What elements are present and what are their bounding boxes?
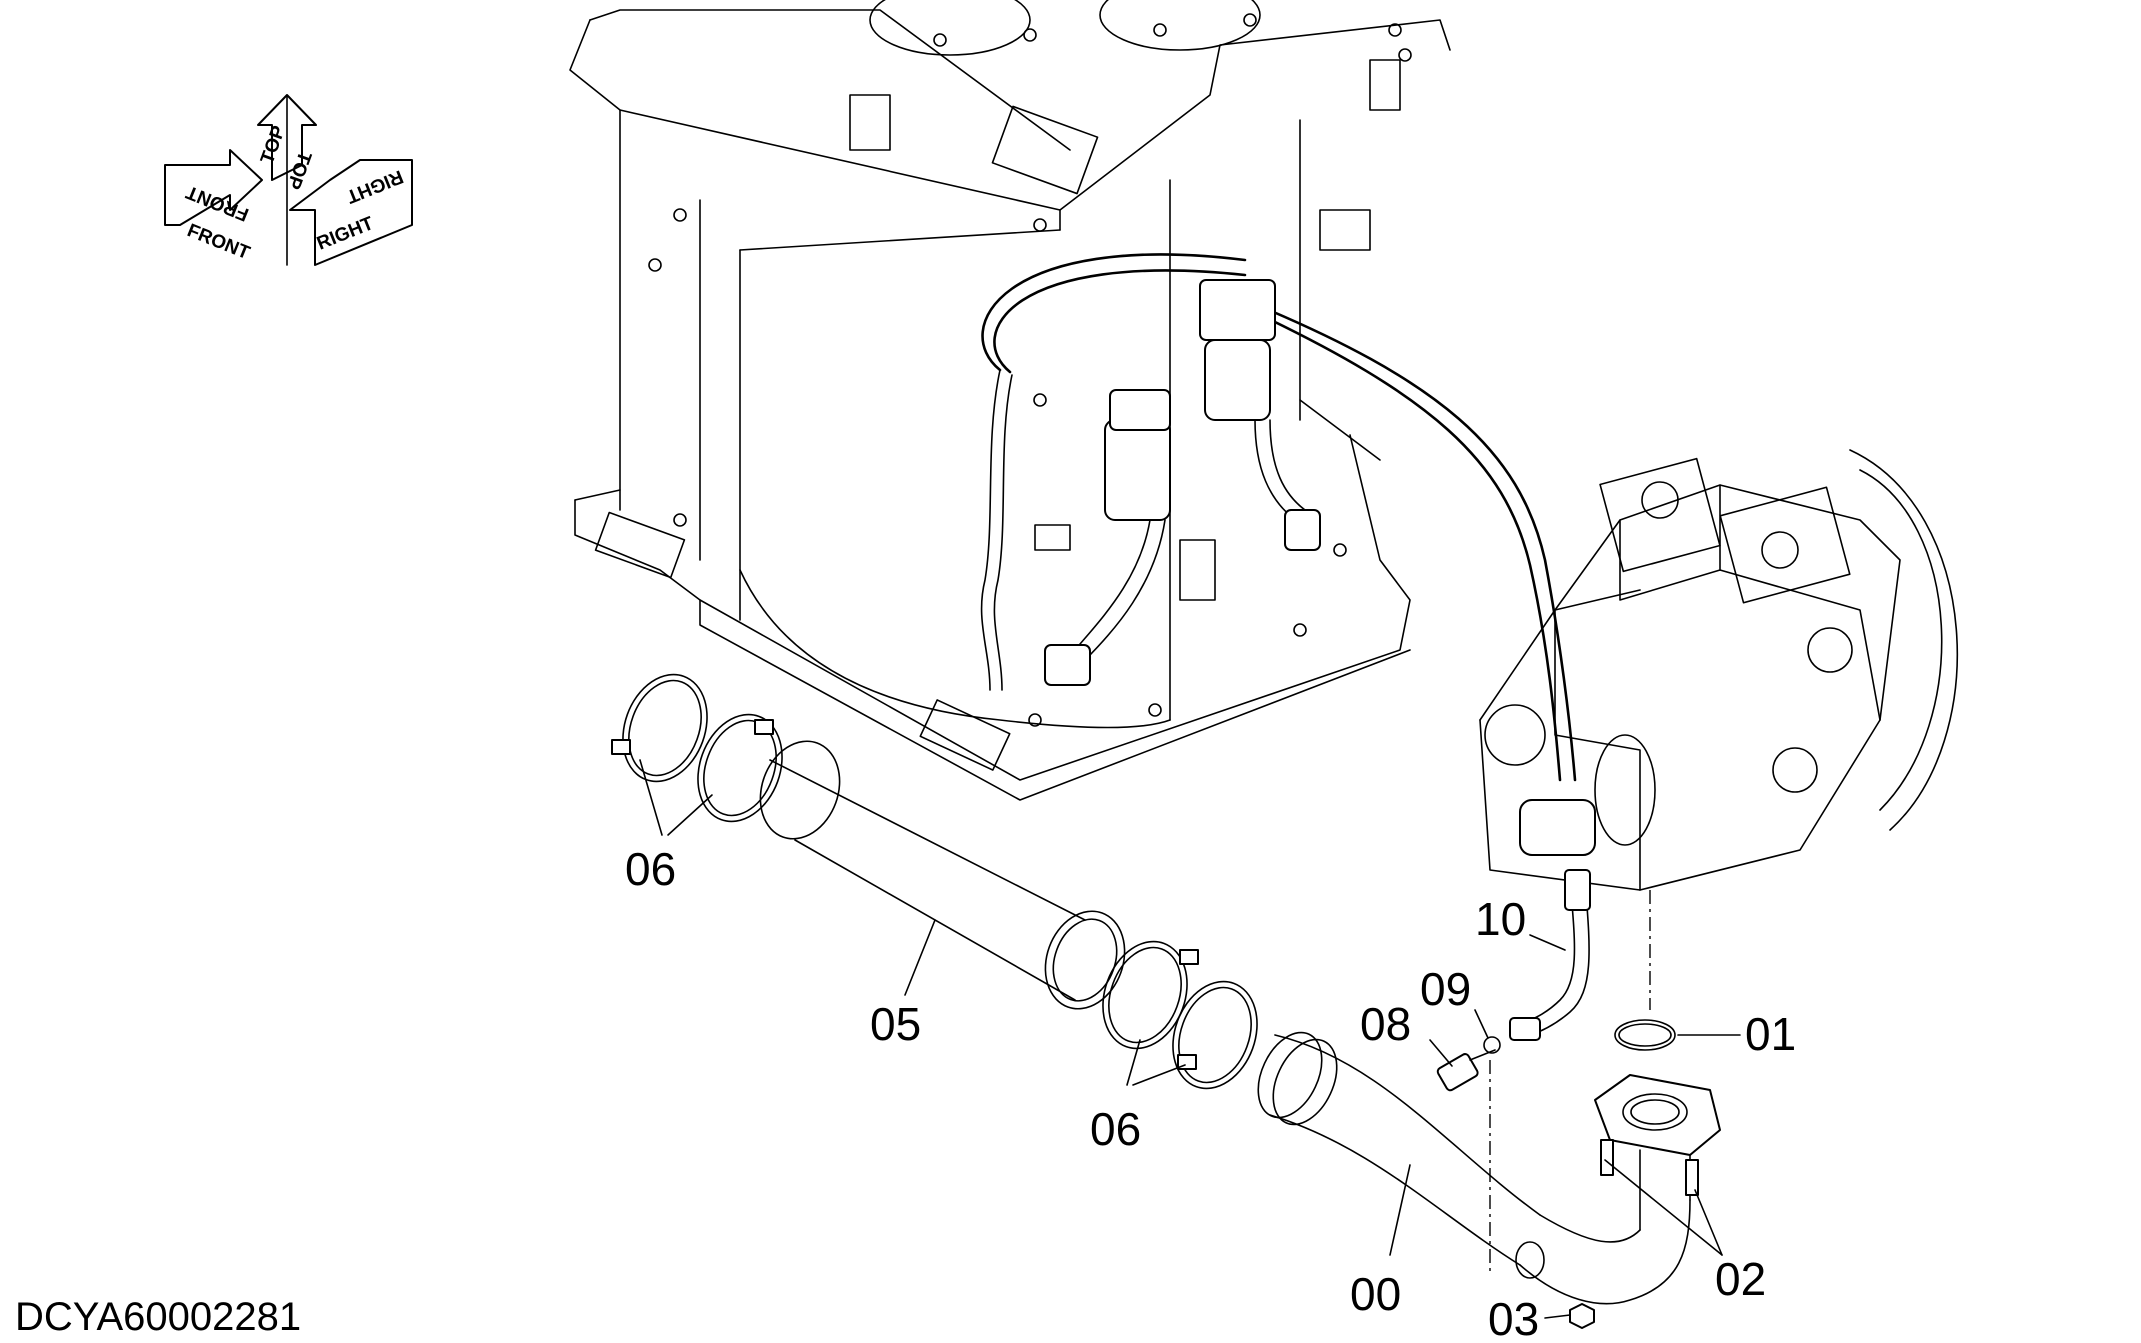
small-parts xyxy=(1436,869,1699,1329)
suction-hose xyxy=(1257,1031,1721,1305)
orientation-arrows: FRONT FRONT TOP TOP RIGHT RIGHT xyxy=(164,94,413,266)
tank-assembly xyxy=(569,0,1451,801)
hydraulic-pump xyxy=(1479,449,1959,1010)
callout-05: 05 xyxy=(870,998,921,1050)
callout-03: 03 xyxy=(1488,1293,1539,1343)
suction-tube xyxy=(759,740,1126,1010)
callout-02: 02 xyxy=(1715,1253,1766,1305)
callout-06-lower: 06 xyxy=(1090,1103,1141,1155)
leader-lines xyxy=(639,759,1741,1319)
callout-00: 00 xyxy=(1350,1268,1401,1320)
callout-06-upper: 06 xyxy=(625,843,676,895)
callout-08: 08 xyxy=(1360,998,1411,1050)
drawing-id: DCYA60002281 xyxy=(15,1295,301,1339)
callout-09: 09 xyxy=(1420,963,1471,1015)
callout-10: 10 xyxy=(1475,893,1526,945)
hoses-and-filters xyxy=(980,253,1577,782)
front-label: FRONT xyxy=(184,220,253,264)
callout-01: 01 xyxy=(1745,1008,1796,1060)
